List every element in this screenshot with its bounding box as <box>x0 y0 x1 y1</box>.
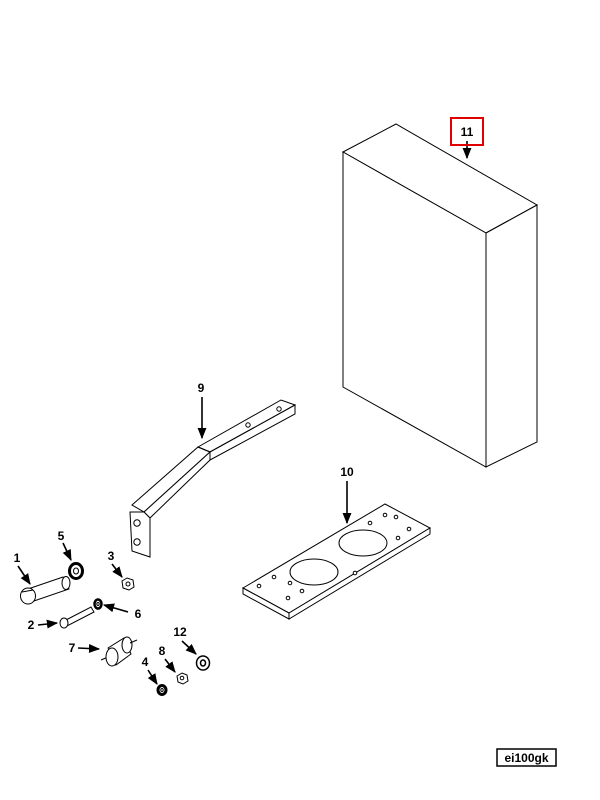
callout-7[interactable]: 7 <box>69 641 76 655</box>
figure-id-label: ei100gk <box>504 751 548 765</box>
leader-arrows <box>17 141 472 685</box>
part-3-nut[interactable] <box>121 577 135 591</box>
part-9-bracket[interactable] <box>129 399 297 558</box>
callout-6[interactable]: 6 <box>135 607 142 621</box>
callout-8[interactable]: 8 <box>159 644 166 658</box>
callout-2[interactable]: 2 <box>28 618 35 632</box>
callout-12[interactable]: 12 <box>173 625 187 639</box>
part-6-washer[interactable] <box>93 598 103 610</box>
part-12-sleeve[interactable] <box>195 655 211 671</box>
part-7-isolator[interactable] <box>100 636 138 667</box>
figure-id-box <box>496 748 557 767</box>
part-4-lockwasher[interactable] <box>156 684 168 696</box>
part-8-nut[interactable] <box>176 672 189 685</box>
callout-highlight-box <box>450 117 484 146</box>
callout-10[interactable]: 10 <box>340 465 354 479</box>
callout-9[interactable]: 9 <box>198 381 205 395</box>
part-10-plate[interactable] <box>241 503 432 620</box>
callout-1[interactable]: 1 <box>14 551 21 565</box>
part-5-washer[interactable] <box>68 562 84 580</box>
part-1-bolt[interactable] <box>20 576 71 605</box>
callout-3[interactable]: 3 <box>108 549 115 563</box>
callout-4[interactable]: 4 <box>142 655 149 669</box>
callout-5[interactable]: 5 <box>58 529 65 543</box>
part-2-bolt[interactable] <box>59 606 95 629</box>
part-11-enclosure[interactable] <box>341 123 539 468</box>
callout-11[interactable]: 11 <box>461 125 474 139</box>
